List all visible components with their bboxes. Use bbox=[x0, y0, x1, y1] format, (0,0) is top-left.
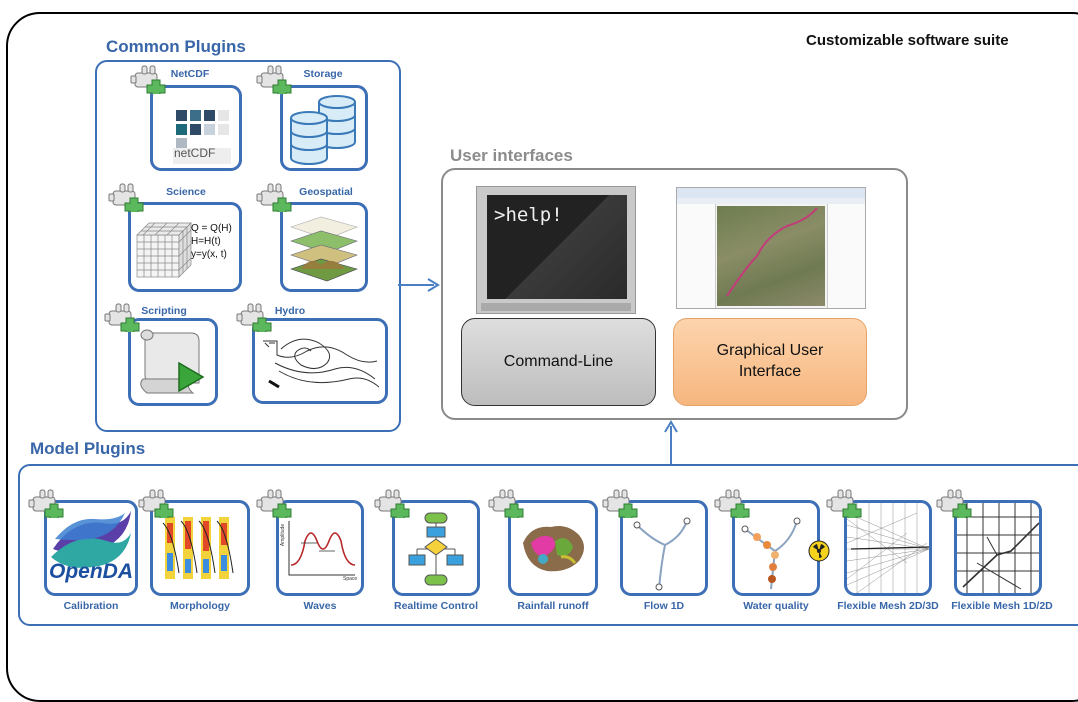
plugin-connector-icon bbox=[602, 489, 638, 518]
common-plugins-box bbox=[95, 60, 401, 432]
gui-button-line1: Graphical User bbox=[716, 342, 824, 360]
plugin-connector-icon bbox=[374, 489, 410, 518]
database-icon bbox=[290, 95, 356, 165]
grid-mesh-icon bbox=[957, 503, 1039, 593]
plugin-connector-icon bbox=[256, 489, 292, 518]
command-line-button[interactable]: Command-Line bbox=[461, 318, 656, 406]
waves-plugin-label: Waves bbox=[303, 600, 337, 612]
plugin-connector-icon bbox=[256, 65, 292, 94]
arrow-right-icon bbox=[398, 278, 440, 292]
plugin-connector-icon bbox=[104, 303, 140, 332]
waves-axis-y: Amplitude bbox=[280, 523, 287, 547]
terminal-monitor bbox=[476, 186, 636, 314]
plugin-connector-icon bbox=[138, 489, 174, 518]
layers-map-icon bbox=[290, 216, 358, 282]
flexible-mesh-2d3d-plugin-label: Flexible Mesh 2D/3D bbox=[837, 600, 939, 612]
geospatial-plugin-card[interactable] bbox=[280, 202, 368, 292]
netcdf-logo-text: netCDF bbox=[174, 146, 216, 160]
realtime-control-plugin-card[interactable] bbox=[392, 500, 480, 596]
science-plugin-label: Science bbox=[166, 186, 206, 198]
arrow-up-icon bbox=[664, 420, 678, 466]
geospatial-plugin-label: Geospatial bbox=[299, 186, 353, 198]
plugin-connector-icon bbox=[28, 489, 64, 518]
scripting-plugin-card[interactable] bbox=[128, 318, 218, 406]
netcdf-plugin-label: NetCDF bbox=[170, 68, 210, 80]
flow-1d-plugin-label: Flow 1D bbox=[643, 600, 685, 612]
catchment-map-icon bbox=[523, 526, 584, 572]
realtime-control-plugin-label: Realtime Control bbox=[393, 600, 478, 612]
openda-logo-icon bbox=[51, 511, 131, 568]
rainfall-runoff-plugin-label: Rainfall runoff bbox=[517, 600, 589, 612]
plugin-connector-icon bbox=[108, 183, 144, 212]
morphology-plugin-card[interactable] bbox=[150, 500, 250, 596]
common-plugins-heading: Common Plugins bbox=[106, 37, 246, 56]
equation-2: H=H(t) bbox=[191, 236, 221, 247]
gui-button-line2: Interface bbox=[738, 363, 802, 380]
water-quality-plugin-label: Water quality bbox=[743, 600, 809, 612]
gui-screenshot bbox=[676, 187, 866, 309]
calibration-plugin-label: Calibration bbox=[63, 600, 119, 612]
plugin-connector-icon bbox=[936, 489, 972, 518]
hydro-plugin-card[interactable] bbox=[252, 318, 388, 404]
wave-amplitude-chart-icon bbox=[288, 521, 356, 576]
morphology-plugin-label: Morphology bbox=[169, 600, 231, 612]
plugin-connector-icon bbox=[256, 183, 292, 212]
plugin-connector-icon bbox=[826, 489, 862, 518]
morphology-chart-icon bbox=[162, 517, 234, 579]
script-scroll-icon bbox=[140, 329, 205, 394]
suite-title: Customizable software suite bbox=[806, 32, 1009, 49]
user-interfaces-box bbox=[441, 168, 908, 420]
plugin-connector-icon bbox=[714, 489, 750, 518]
equation-3: y=y(x, t) bbox=[191, 249, 227, 260]
storage-plugin-card[interactable] bbox=[280, 85, 368, 171]
flexible-mesh-2d3d-plugin-card[interactable] bbox=[844, 500, 932, 596]
scripting-plugin-label: Scripting bbox=[141, 305, 187, 317]
equation-1: Q = Q(H) bbox=[191, 223, 232, 234]
model-plugins-heading: Model Plugins bbox=[30, 439, 146, 458]
triangular-mesh-icon bbox=[847, 503, 929, 593]
radiation-hazard-icon bbox=[808, 540, 830, 562]
hydro-flow-sketch-icon bbox=[263, 338, 380, 389]
plugin-connector-icon bbox=[236, 303, 272, 332]
flowchart-icon bbox=[408, 512, 464, 586]
network-quality-icon bbox=[741, 517, 801, 590]
flexible-mesh-1d2d-plugin-label: Flexible Mesh 1D/2D bbox=[951, 600, 1053, 612]
netcdf-logo-icon bbox=[173, 110, 231, 164]
gui-button[interactable]: Graphical User Interface bbox=[673, 318, 867, 406]
openda-logo-text: OpenDA bbox=[49, 560, 133, 583]
science-plugin-card[interactable] bbox=[128, 202, 242, 292]
terminal-text: >help! bbox=[494, 204, 563, 226]
waves-axis-x: Space bbox=[343, 576, 358, 582]
plugin-connector-icon bbox=[488, 489, 524, 518]
hydro-plugin-label: Hydro bbox=[274, 305, 306, 317]
user-interfaces-heading: User interfaces bbox=[450, 146, 573, 165]
storage-plugin-label: Storage bbox=[303, 68, 343, 80]
model-plugins-box bbox=[18, 464, 1078, 626]
network-1d-icon bbox=[633, 517, 691, 591]
flow-1d-plugin-card[interactable] bbox=[620, 500, 708, 596]
plugin-connector-icon bbox=[130, 65, 166, 94]
science-equations: Q = Q(H) H=H(t) y=y(x, t) bbox=[191, 222, 232, 261]
grid-cube-icon bbox=[136, 222, 192, 278]
netcdf-plugin-card[interactable] bbox=[150, 85, 242, 171]
